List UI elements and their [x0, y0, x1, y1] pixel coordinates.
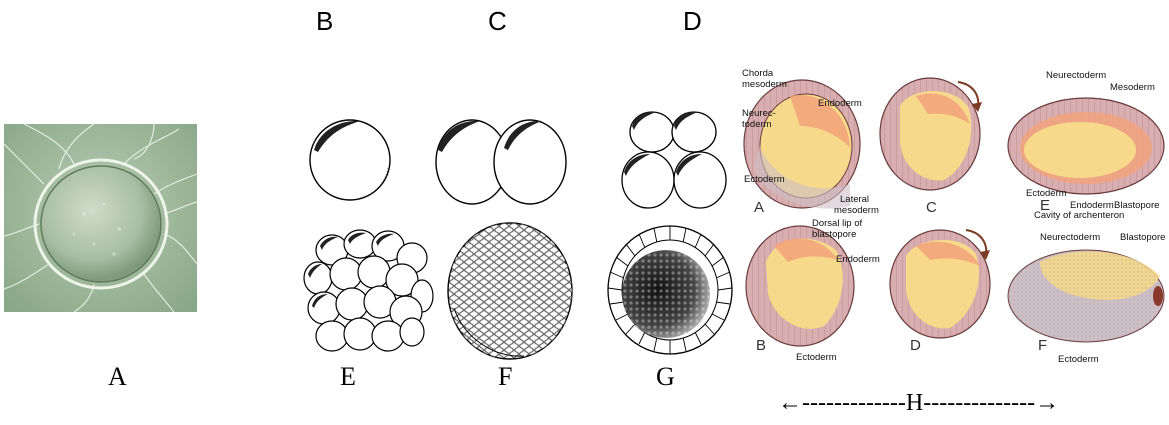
- egg-photo: [4, 124, 197, 312]
- endoderm-label-a: Endoderm: [818, 98, 862, 109]
- letter-a: A: [754, 199, 764, 216]
- ectoderm-label-a: Ectoderm: [744, 174, 785, 185]
- label-e: E: [340, 362, 356, 392]
- embryo-b: [746, 226, 854, 346]
- letter-f-gastrula: F: [1038, 337, 1047, 354]
- label-d: D: [683, 6, 702, 37]
- blastula-section-drawing: [604, 222, 736, 358]
- one-cell-drawing: [300, 112, 410, 212]
- neurect-label-2: toderm: [742, 119, 772, 130]
- letter-d: D: [910, 337, 921, 354]
- label-b: B: [316, 6, 333, 37]
- two-cell-drawing: [430, 110, 580, 210]
- letter-e-gastrula: E: [1040, 197, 1050, 214]
- label-c: C: [488, 6, 507, 37]
- dorsal-label-2: blastopore: [812, 229, 856, 240]
- neurect-label-1: Neurec-: [742, 108, 776, 119]
- embryo-d: [890, 230, 990, 338]
- four-cell-drawing: [616, 104, 736, 216]
- letter-c: C: [926, 199, 937, 216]
- chorda-label-1: Chorda: [742, 68, 774, 79]
- endoderm-label-b: Endoderm: [836, 254, 880, 265]
- lateral-label-1: Lateral: [840, 194, 869, 205]
- embryo-e: [1008, 98, 1164, 194]
- label-g: G: [656, 362, 675, 392]
- letter-b: B: [756, 337, 766, 354]
- mesoderm-label-e: Mesoderm: [1110, 82, 1155, 93]
- ectoderm-label-b: Ectoderm: [796, 352, 837, 363]
- neurectoderm-label-f: Neurectoderm: [1040, 232, 1100, 243]
- chorda-label-2: mesoderm: [742, 79, 787, 90]
- blastula-drawing: [444, 218, 576, 364]
- range-arrow-h: ←-------------H--------------→: [778, 390, 1059, 417]
- embryo-c: [880, 78, 982, 190]
- gastrulation-panel: Chorda mesoderm Neurec- toderm Endoderm …: [740, 66, 1168, 366]
- blastopore-label-f: Blastopore: [1120, 232, 1165, 243]
- embryo-f: [1008, 250, 1164, 342]
- label-f: F: [498, 362, 512, 392]
- dorsal-label-1: Dorsal lip of: [812, 218, 863, 229]
- ectoderm-label-f: Ectoderm: [1058, 354, 1099, 365]
- morula-drawing: [302, 228, 434, 358]
- label-a: A: [108, 362, 127, 392]
- neurectoderm-label-e: Neurectoderm: [1046, 70, 1106, 81]
- lateral-label-2: mesoderm: [834, 205, 879, 216]
